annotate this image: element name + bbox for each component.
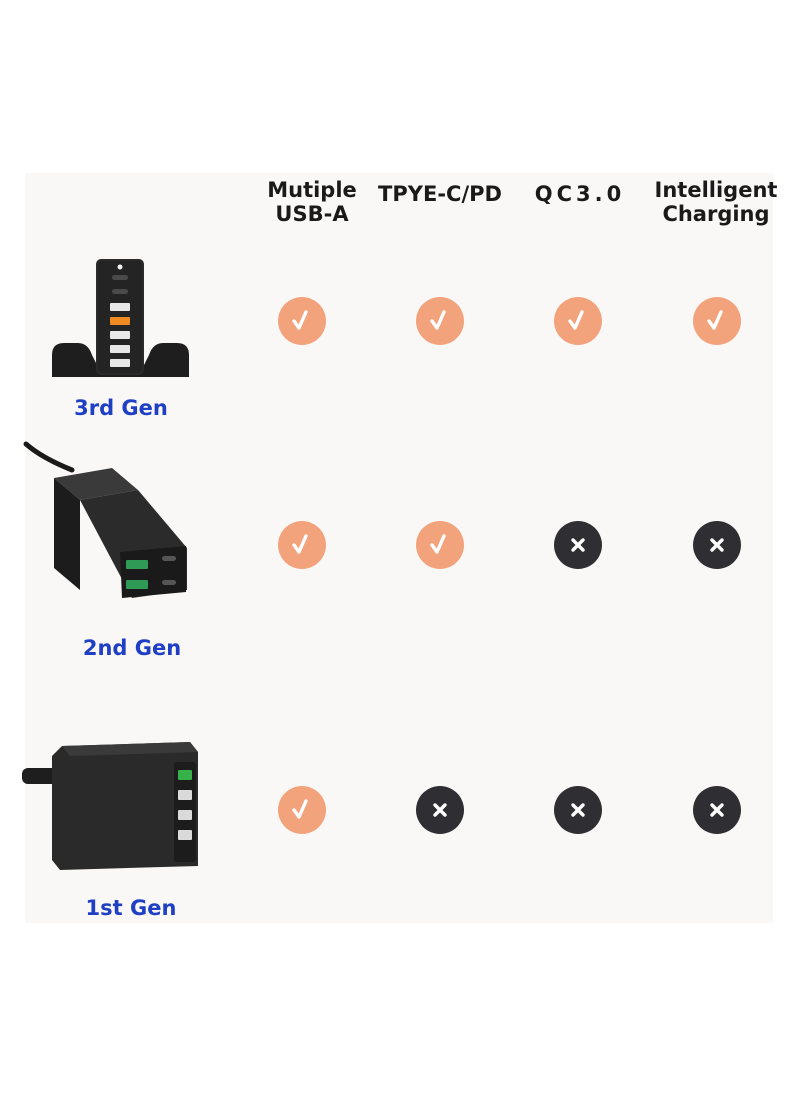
feature-badge-yes bbox=[416, 297, 464, 345]
check-icon bbox=[430, 534, 446, 554]
check-icon bbox=[292, 534, 308, 554]
cross-icon bbox=[710, 538, 724, 552]
feature-badge-no bbox=[554, 786, 602, 834]
column-header-multiple-usb-a: Mutiple USB-A bbox=[267, 178, 357, 226]
feature-badge-yes bbox=[416, 521, 464, 569]
feature-badge-no bbox=[693, 521, 741, 569]
feature-badge-yes bbox=[278, 786, 326, 834]
row-label-1st-gen: 1st Gen bbox=[85, 896, 177, 920]
feature-badge-yes bbox=[693, 297, 741, 345]
column-header-qc3: QC3.0 bbox=[534, 182, 626, 206]
feature-badge-no bbox=[554, 521, 602, 569]
cross-icon bbox=[571, 803, 585, 817]
check-icon bbox=[292, 310, 308, 330]
check-icon bbox=[568, 310, 584, 330]
feature-badge-no bbox=[416, 786, 464, 834]
feature-badge-yes bbox=[278, 521, 326, 569]
check-icon bbox=[707, 310, 723, 330]
cross-icon bbox=[571, 538, 585, 552]
column-header-type-c-pd: TPYE-C/PD bbox=[378, 182, 502, 206]
product-image-3rd-gen bbox=[52, 259, 189, 377]
feature-badge-yes bbox=[278, 297, 326, 345]
check-icon bbox=[292, 799, 308, 819]
cross-icon bbox=[710, 803, 724, 817]
row-label-2nd-gen: 2nd Gen bbox=[82, 636, 182, 660]
row-label-3rd-gen: 3rd Gen bbox=[74, 396, 168, 420]
cross-icon bbox=[433, 803, 447, 817]
check-icon bbox=[430, 310, 446, 330]
feature-badge-yes bbox=[554, 297, 602, 345]
column-header-intelligent-charging: Intelligent Charging bbox=[654, 178, 778, 226]
product-image-2nd-gen bbox=[23, 441, 187, 598]
product-image-1st-gen bbox=[22, 742, 198, 870]
feature-badge-no bbox=[693, 786, 741, 834]
